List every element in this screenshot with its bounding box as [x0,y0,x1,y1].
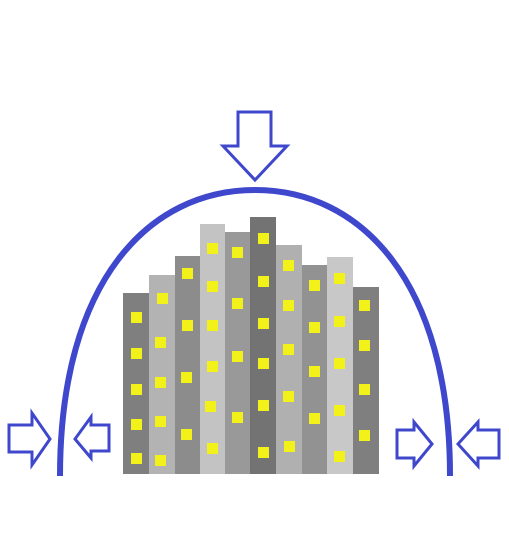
building-7 [276,245,302,474]
window [207,320,218,331]
window [334,405,345,416]
window [205,401,216,412]
window [334,358,345,369]
arrow-right-outer-icon [455,418,501,470]
window [309,413,320,424]
window [309,280,320,291]
window [232,351,243,362]
window [258,400,269,411]
window [207,243,218,254]
window [181,372,192,383]
building-windows [131,233,370,466]
window [309,366,320,377]
window [232,412,243,423]
window [207,443,218,454]
window [258,233,269,244]
window [182,320,193,331]
arrow-left-outer-icon [7,408,52,470]
window [283,344,294,355]
window [155,377,166,388]
window [283,260,294,271]
arrow-top-down-icon [219,110,291,183]
window [232,298,243,309]
window [258,276,269,287]
building-3 [175,256,200,474]
window [258,358,269,369]
building-1 [123,293,149,474]
window [283,391,294,402]
window [359,340,370,351]
window [155,455,166,466]
window [157,293,168,304]
window [359,384,370,395]
building-4 [200,224,225,474]
window [131,384,142,395]
window [131,453,142,464]
window [283,300,294,311]
building-6 [250,217,276,474]
window [359,430,370,441]
window [207,281,218,292]
window [182,268,193,279]
arrow-left-inner-icon [73,412,111,463]
window [284,441,295,452]
window [334,451,345,462]
window [131,419,142,430]
window [131,348,142,359]
window [309,322,320,333]
window [258,447,269,458]
window [232,247,243,258]
window [334,316,345,327]
window [181,429,192,440]
window [334,273,345,284]
window [155,337,166,348]
building-10 [353,287,379,474]
window [207,361,218,372]
window [131,312,142,323]
protective-dome [57,186,453,477]
window [359,300,370,311]
window [155,416,166,427]
building-2 [149,275,175,474]
window [258,318,269,329]
arrow-right-inner-icon [395,417,434,471]
